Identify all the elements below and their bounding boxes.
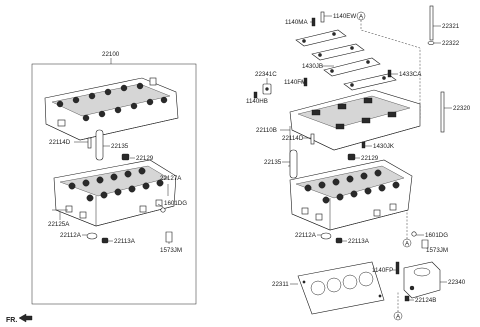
seal-22112A-left	[86, 232, 98, 240]
seal-22113A-right	[335, 237, 343, 244]
label-1140HB: 1140HB	[246, 98, 268, 105]
label-22340: 22340	[448, 279, 466, 286]
label-22114D-left: 22114D	[49, 139, 71, 146]
label-22135-right: 22135	[264, 159, 282, 166]
label-1140FM: 1140FM	[284, 79, 306, 86]
cap-22129-right	[347, 153, 356, 161]
label-22311: 22311	[272, 281, 289, 288]
pin-22114D-left	[87, 137, 92, 149]
label-22127A: 22127A	[160, 175, 182, 182]
label-22320: 22320	[453, 105, 471, 112]
label-22129-right: 22129	[361, 155, 379, 162]
bolt-1433CA	[387, 69, 392, 78]
cap-22129-left	[121, 153, 130, 161]
label-22113A-left: 22113A	[114, 238, 136, 245]
label-1573JM-left: 1573JM	[160, 247, 182, 254]
head-gasket-22311	[297, 261, 385, 315]
ref-a-top-label: A	[359, 14, 364, 21]
seal-22113A-left	[101, 237, 109, 244]
bolt-22320	[440, 91, 445, 133]
bolt-1140EW	[320, 11, 325, 23]
label-22321: 22321	[442, 23, 460, 30]
pin-22124B	[404, 295, 410, 302]
label-1140FP: 1140FP	[372, 267, 393, 274]
sleeve-22135-left	[95, 129, 104, 161]
label-22112A-left: 22112A	[60, 232, 82, 239]
label-22112A-right: 22112A	[295, 232, 317, 239]
left-assembly-frame	[31, 63, 197, 305]
sensor-22341C	[262, 83, 272, 95]
sleeve-22135-right	[289, 149, 298, 179]
plug-1601DG-right	[411, 231, 417, 237]
washer-22322	[427, 41, 435, 45]
label-22113A-right: 22113A	[348, 238, 370, 245]
front-arrow-icon	[18, 313, 33, 323]
housing-22340	[403, 261, 441, 299]
label-22114D-right: 22114D	[282, 135, 304, 142]
bracket-1573JM-left	[165, 231, 173, 243]
label-1573JM-right: 1573JM	[426, 247, 448, 254]
front-direction-label: FR.	[6, 317, 17, 324]
seal-22112A-right	[320, 232, 332, 240]
label-22341C: 22341C	[255, 71, 277, 78]
label-1601DG-left: 1601DG	[164, 200, 187, 207]
label-22135-left: 22135	[111, 143, 129, 150]
plug-1601DG-left	[160, 207, 166, 213]
label-1601DG-right: 1601DG	[425, 232, 448, 239]
label-22110B: 22110B	[256, 127, 277, 134]
bolt-1430JK	[361, 141, 366, 149]
label-22125A: 22125A	[48, 221, 70, 228]
ref-a-bottom-label: A	[396, 314, 401, 321]
left-cam-carrier	[44, 77, 179, 141]
bolt-22321	[429, 5, 434, 41]
label-22100: 22100	[102, 51, 120, 58]
ref-a-mid-label: A	[405, 241, 410, 248]
bolt-1140MA	[311, 17, 316, 27]
label-1140EW: 1140EW	[333, 13, 356, 20]
label-22322: 22322	[442, 40, 460, 47]
label-1430JB: 1430JB	[302, 63, 323, 70]
pin-22114D-right	[310, 133, 315, 145]
left-cylinder-head	[53, 159, 177, 227]
label-1430JK: 1430JK	[373, 143, 395, 150]
right-cam-carrier	[289, 89, 421, 151]
label-22129-left: 22129	[136, 155, 154, 162]
bolt-1140HB	[253, 91, 258, 99]
bolt-1140FP	[395, 261, 400, 275]
label-1433CA: 1433CA	[399, 71, 422, 78]
label-1140MA: 1140MA	[285, 19, 308, 26]
bracket-1573JM-right	[421, 239, 429, 249]
label-22124B: 22124B	[415, 297, 436, 304]
right-cylinder-head	[289, 159, 413, 231]
cam-bearing-caps	[295, 29, 397, 91]
